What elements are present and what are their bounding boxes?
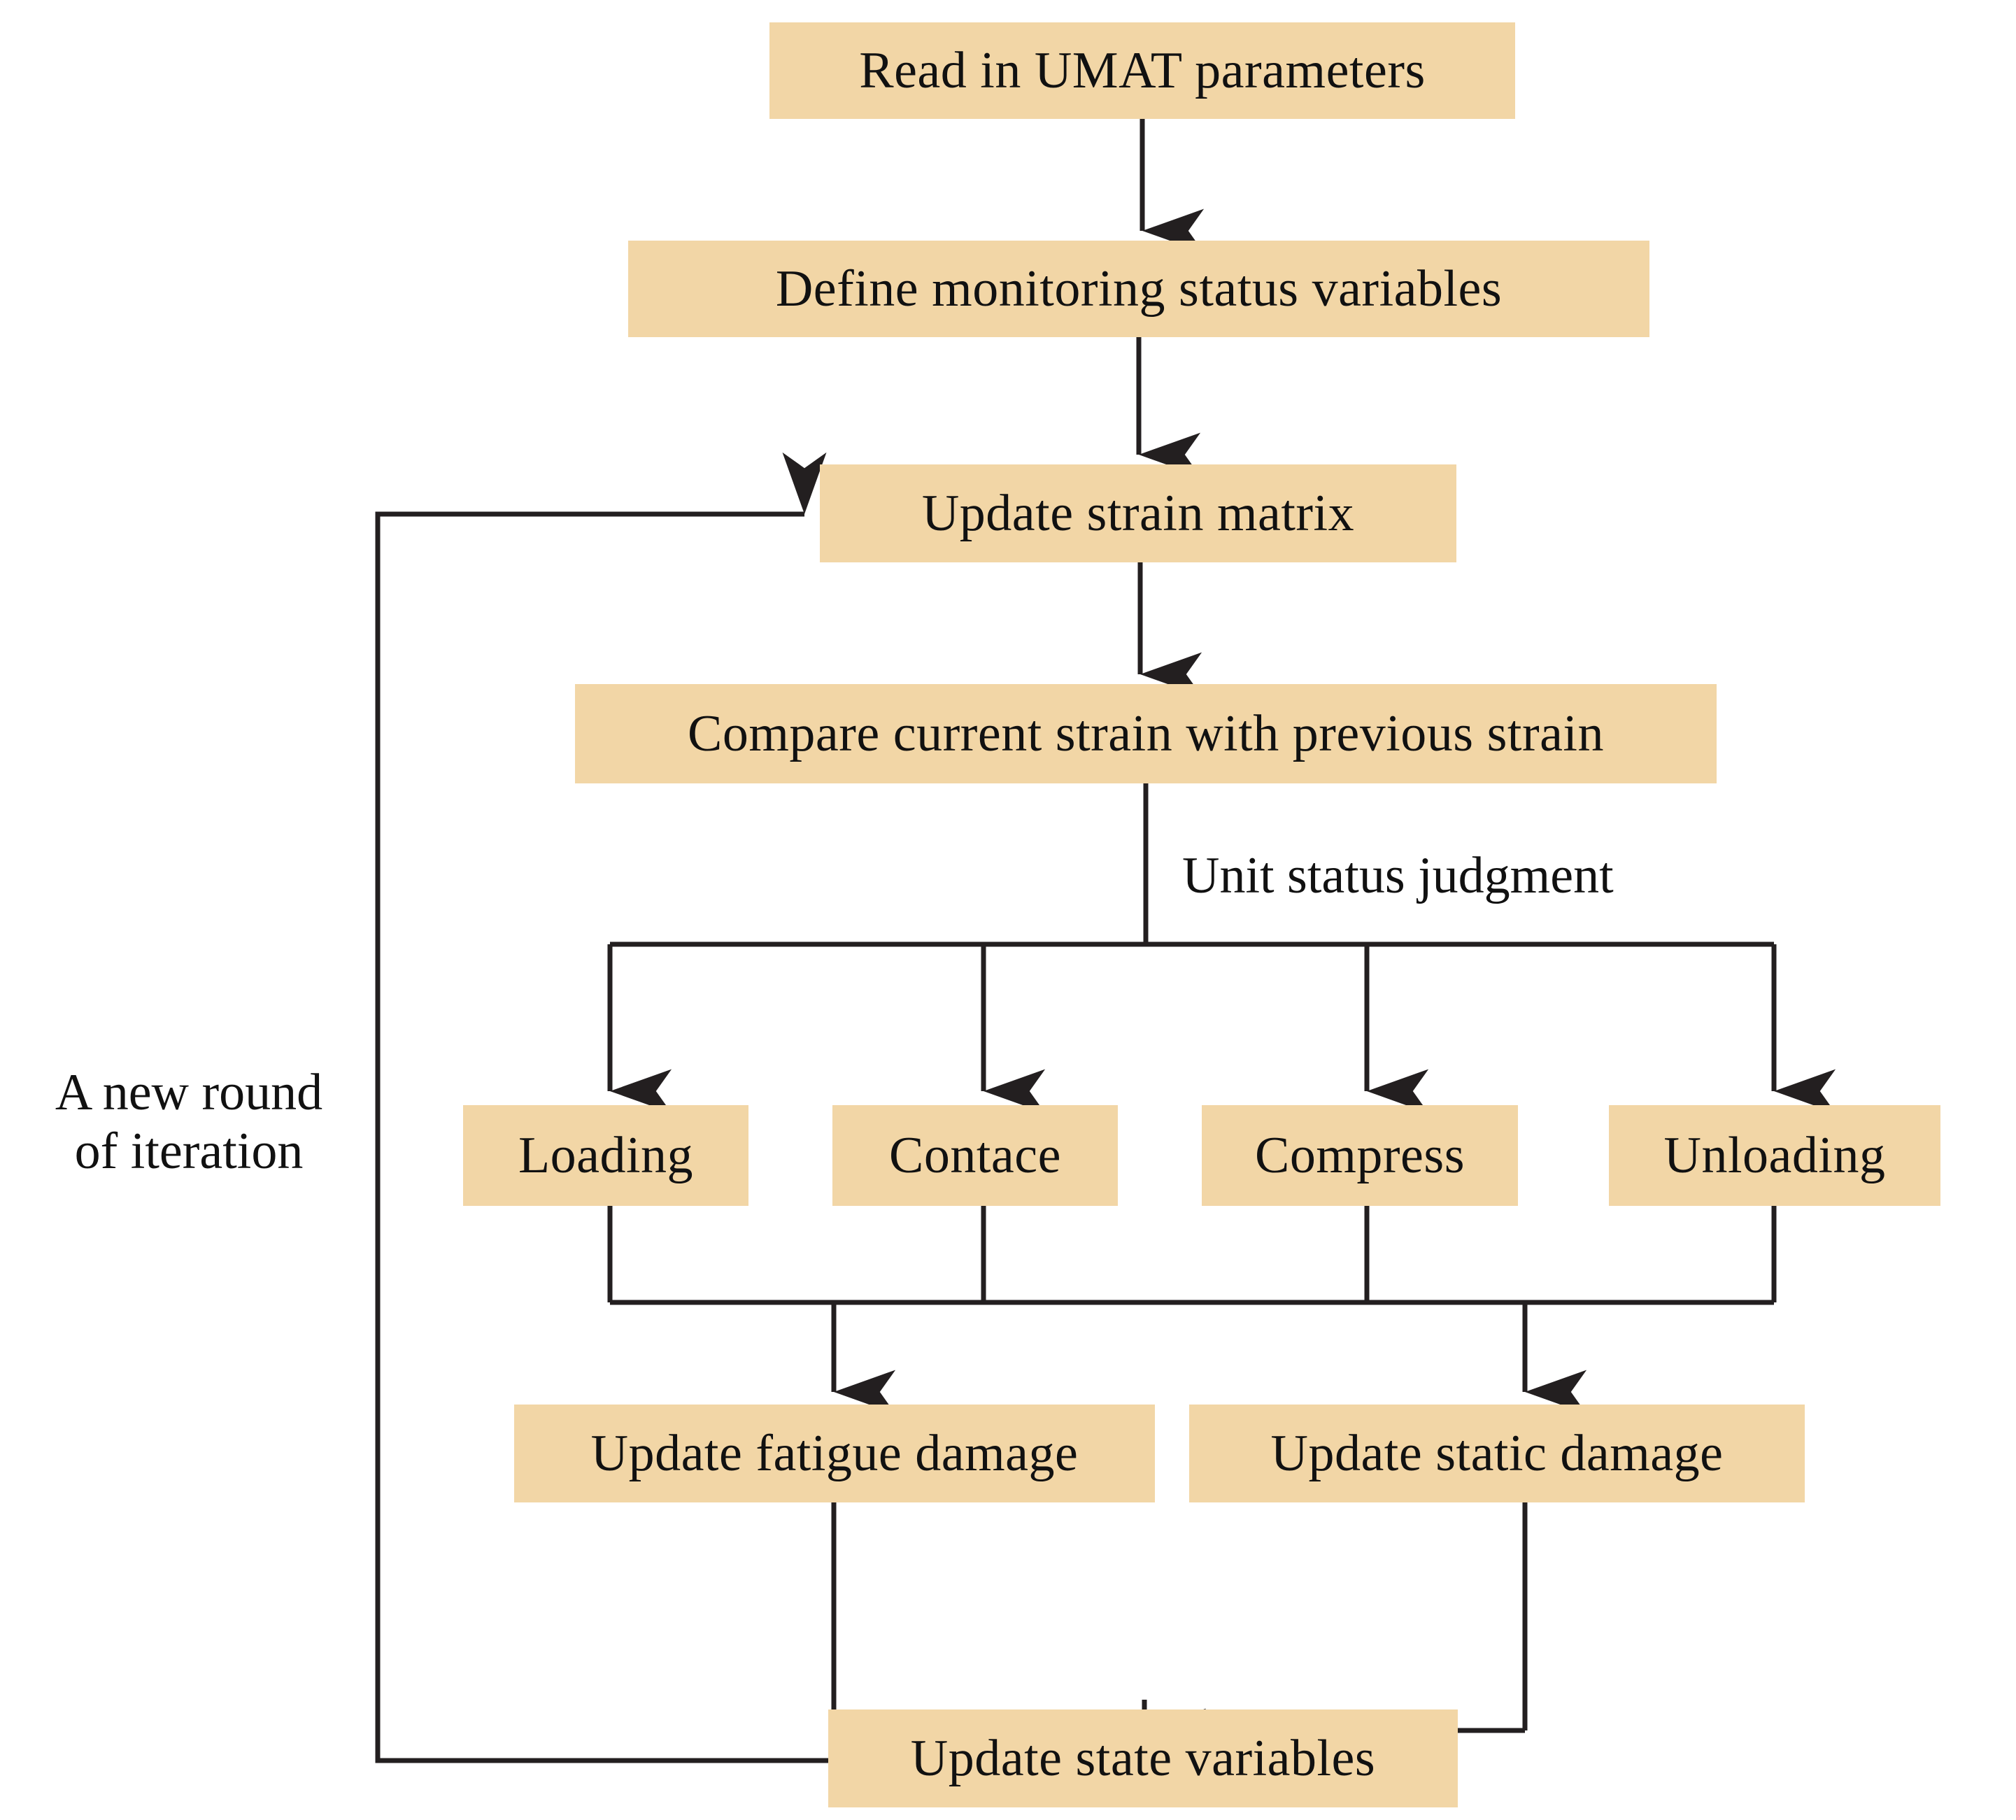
node-label: Update static damage: [1270, 1425, 1724, 1482]
node-compress[interactable]: Compress: [1202, 1105, 1518, 1206]
label-text: Unit status judgment: [1182, 847, 1614, 904]
node-label: Update state variables: [910, 1730, 1376, 1787]
node-label: Read in UMAT parameters: [859, 42, 1426, 99]
node-static-damage[interactable]: Update static damage: [1189, 1405, 1805, 1502]
node-compare-strain[interactable]: Compare current strain with previous str…: [575, 684, 1717, 783]
node-label: Define monitoring status variables: [775, 260, 1503, 318]
node-label: Update strain matrix: [921, 485, 1355, 542]
label-text-line2: of iteration: [74, 1123, 304, 1181]
node-fatigue-damage[interactable]: Update fatigue damage: [514, 1405, 1155, 1502]
node-define-status[interactable]: Define monitoring status variables: [628, 241, 1649, 337]
label-unit-status-judgment: Unit status judgment: [1182, 846, 1614, 905]
label-text-line1: A new round: [55, 1064, 323, 1121]
node-label: Loading: [518, 1127, 694, 1184]
node-label: Unloading: [1663, 1127, 1886, 1184]
node-loading[interactable]: Loading: [463, 1105, 748, 1206]
node-label: Compress: [1255, 1127, 1465, 1184]
node-label: Contace: [889, 1127, 1061, 1184]
node-update-state-variables[interactable]: Update state variables: [828, 1709, 1458, 1807]
node-read-umat[interactable]: Read in UMAT parameters: [769, 22, 1515, 119]
node-contace[interactable]: Contace: [832, 1105, 1118, 1206]
edge-feedback-loop: [375, 452, 828, 1763]
node-label: Update fatigue damage: [590, 1425, 1079, 1482]
label-new-round-of-iteration: A new round of iteration: [28, 1063, 350, 1181]
node-unloading[interactable]: Unloading: [1609, 1105, 1940, 1206]
node-label: Compare current strain with previous str…: [688, 705, 1604, 762]
node-update-strain[interactable]: Update strain matrix: [820, 464, 1456, 562]
